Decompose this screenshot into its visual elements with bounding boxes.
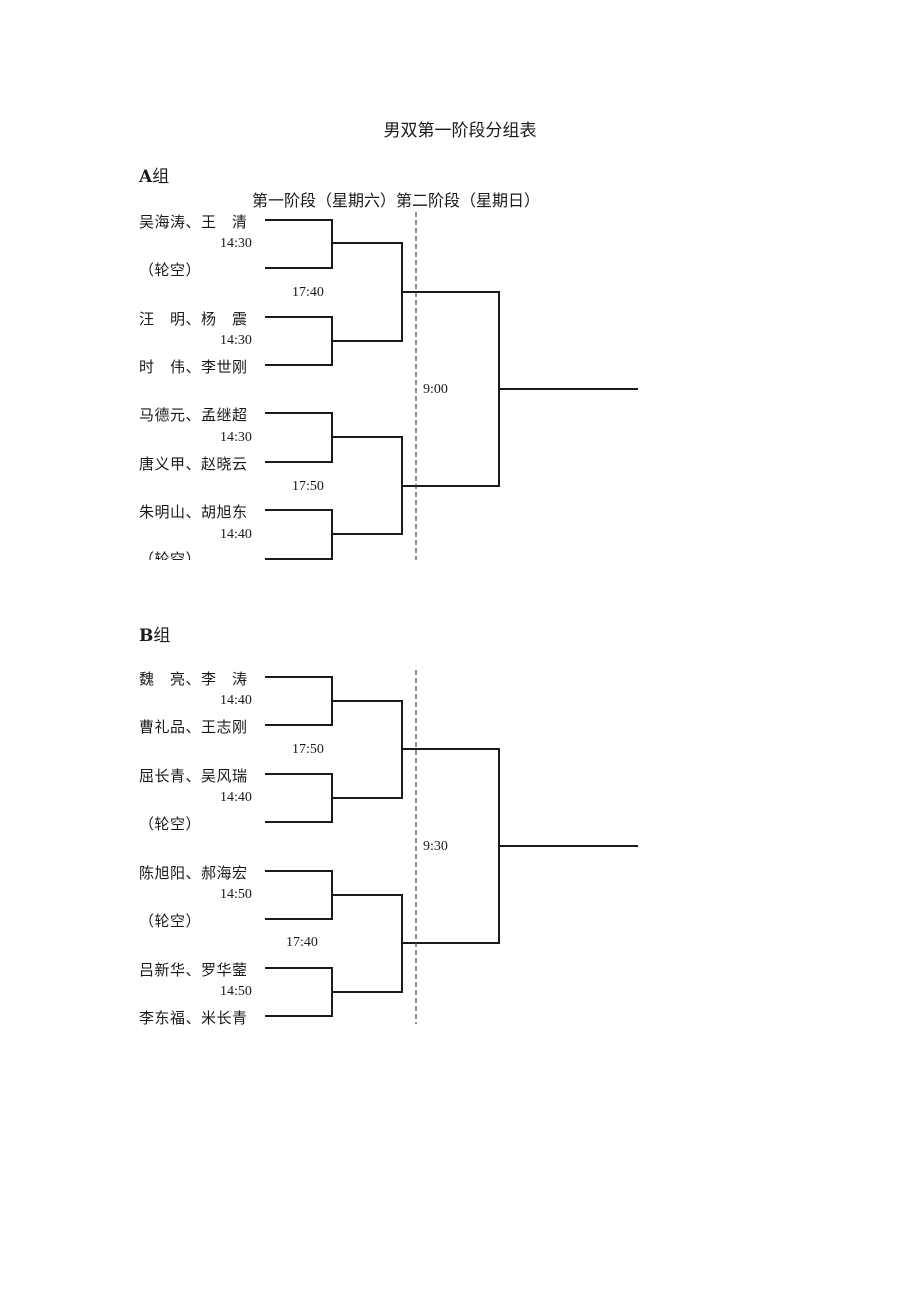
a-r1-time-3: 14:30 [220,430,252,445]
a-team-7: 朱明山、胡旭东 [139,503,248,521]
a-team-2: （轮空） [139,261,202,279]
b-r1-match1-line [265,676,333,726]
b-r1-match2-line [265,773,333,823]
group-a-lines [265,212,638,560]
b-semi-time-1: 17:50 [292,742,324,757]
b-r2-match1-line [332,700,403,799]
b-team-4: （轮空） [139,815,202,833]
b-team-5: 陈旭阳、郝海宏 [139,864,248,882]
group-a-letter: A [139,167,153,187]
b-r2-match2-line [332,894,403,993]
b-team-2: 曹礼品、王志刚 [139,718,248,736]
a-r1-time-1: 14:30 [220,236,252,251]
b-r1-time-1: 14:40 [220,693,252,708]
a-r1-time-4: 14:40 [220,527,252,542]
b-team-6: （轮空） [139,912,202,930]
page-title: 男双第一阶段分组表 [383,121,537,141]
a-team-5: 马德元、孟继超 [139,406,248,424]
b-semi-time-2: 17:40 [286,935,318,950]
a-team-3: 汪 明、杨 震 [139,310,248,328]
b-r1-time-3: 14:50 [220,887,252,902]
group-b-letter: B [139,626,154,646]
a-r1-time-2: 14:30 [220,333,252,348]
group-a-label: A组 [139,162,169,187]
a-semi-time-2: 17:50 [292,479,324,494]
b-r1-time-4: 14:50 [220,984,252,999]
b-final-time: 9:30 [423,839,448,854]
b-r1-match4-line [265,967,333,1017]
a-team-8: （轮空） [139,550,202,560]
stage2-header: 第二阶段（星期日） [396,191,541,210]
b-team-3: 屈长青、吴风瑞 [139,767,248,785]
stage-header: 第一阶段（星期六）第二阶段（星期日） [252,187,540,211]
stage1-header: 第一阶段（星期六） [252,191,397,210]
b-team-7: 吕新华、罗华蓥 [139,961,248,979]
group-b-label: B组 [139,621,170,646]
b-r1-match3-line [265,870,333,920]
b-team-8: 李东福、米长青 [139,1009,248,1027]
a-final-time: 9:00 [423,382,448,397]
group-b-suffix: 组 [153,626,171,646]
a-team-6: 唐义甲、赵晓云 [139,455,248,473]
b-r1-time-2: 14:40 [220,790,252,805]
a-semi-time-1: 17:40 [292,285,324,300]
group-a-bracket: 吴海涛、王 清 （轮空） 汪 明、杨 震 时 伟、李世刚 马德元、孟继超 唐义甲… [0,0,920,560]
group-a-suffix: 组 [152,167,170,187]
a-team-1: 吴海涛、王 清 [139,213,248,231]
b-team-1: 魏 亮、李 涛 [139,670,248,688]
a-team-4: 时 伟、李世刚 [139,358,248,376]
